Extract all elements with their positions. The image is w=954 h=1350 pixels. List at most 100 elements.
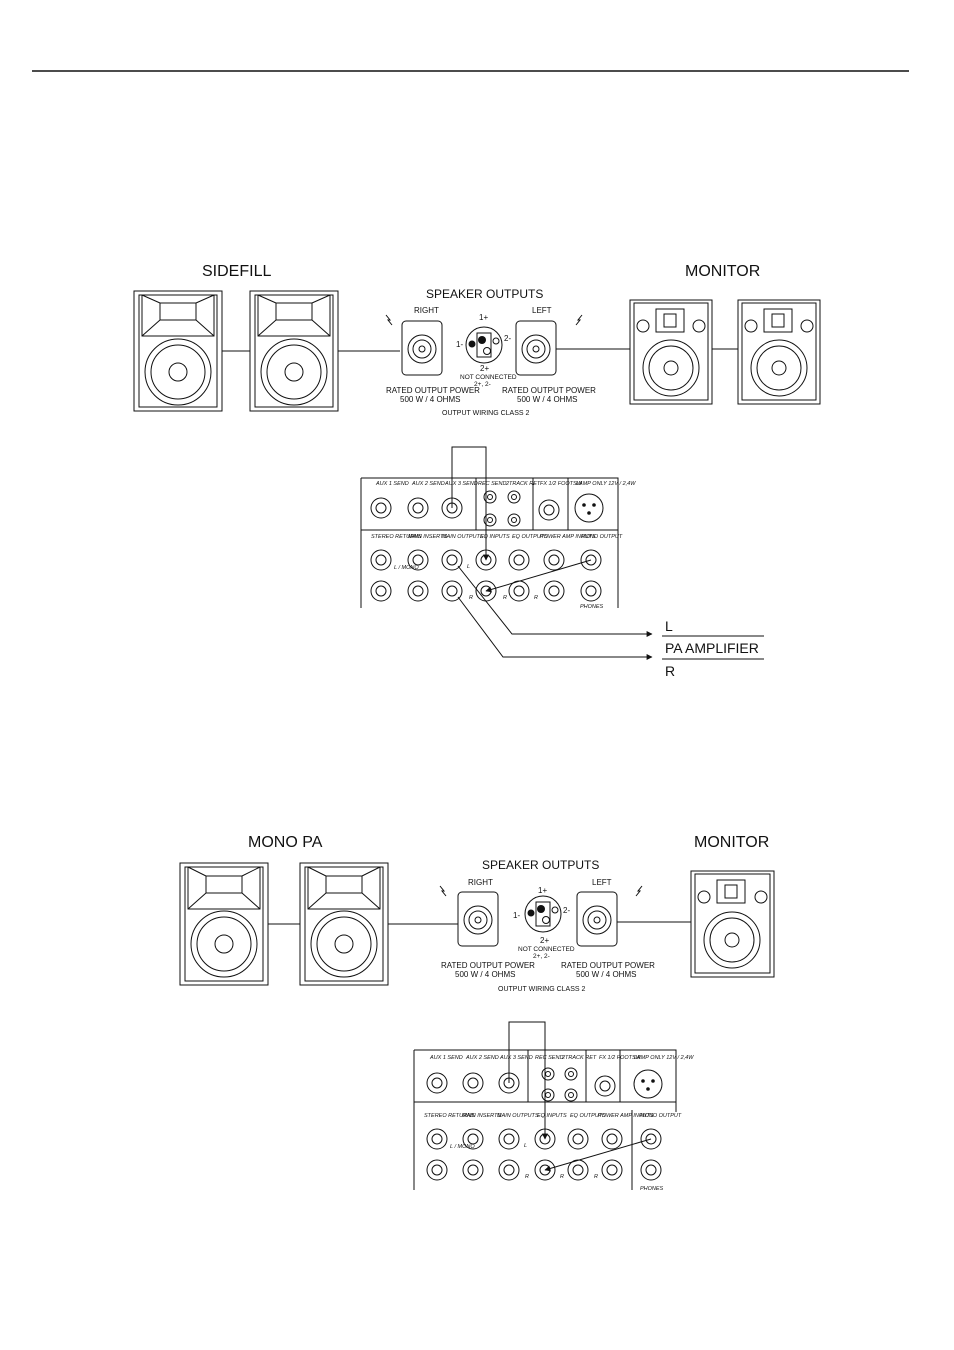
r-tag: R — [469, 595, 473, 601]
power-amp-input-jack-l — [543, 549, 565, 571]
l-tag: L — [524, 1143, 527, 1149]
output-wiring-class: OUTPUT WIRING CLASS 2 — [442, 410, 529, 417]
sidefill-speaker-1 — [133, 290, 223, 412]
aux2-send-label: AUX 2 SEND — [465, 1055, 499, 1061]
pin-2minus: 2- — [563, 906, 570, 915]
rec-send-rca-l — [541, 1067, 555, 1081]
eq-inputs-label: EQ INPUTS — [480, 534, 510, 540]
patch-cable-mono-to-eq-input-r — [544, 1138, 652, 1172]
monitor-label: MONITOR — [694, 834, 769, 851]
mono-output-label: MONO OUTPUT — [581, 534, 623, 540]
speakon-pinout-icon — [524, 895, 562, 933]
eq-output-jack-r — [567, 1159, 589, 1181]
aux2-send-jack — [462, 1072, 484, 1094]
aux3-send-label: AUX 3 SEND — [499, 1055, 533, 1061]
not-connected-pins: 2+, 2- — [533, 953, 550, 960]
mono-tag: L / MONO — [394, 565, 419, 571]
main-inserts-label: MAIN INSERTS — [408, 534, 447, 540]
eq-output-jack-l — [508, 549, 530, 571]
speaker-outputs-panel: SPEAKER OUTPUTS RIGHT LEFT — [385, 287, 596, 417]
speaker-outputs-title: SPEAKER OUTPUTS — [426, 287, 543, 301]
left-output-label: LEFT — [592, 878, 612, 887]
speakon-pinout-icon — [465, 326, 503, 364]
mixer-rear-panel: AUX 1 SEND AUX 2 SEND AUX 3 SEND REC SEN… — [413, 1049, 694, 1192]
mono-pa-speaker-1 — [179, 862, 269, 986]
fx-footsw-jack — [538, 499, 560, 521]
not-connected-label: NOT CONNECTED — [460, 374, 517, 381]
monitor-speaker — [690, 870, 775, 978]
stereo-return-jack-r — [426, 1159, 448, 1181]
stereo-return-jack-l — [426, 1128, 448, 1150]
aux1-send-label: AUX 1 SEND — [375, 481, 409, 487]
eq-output-jack-l — [567, 1128, 589, 1150]
mixer-rear-panel: AUX 1 SEND AUX 2 SEND AUX 3 SEND REC SEN… — [360, 477, 636, 610]
pa-amplifier: L PA AMPLIFIER R — [662, 618, 764, 679]
main-out-r-to-pa-cable — [457, 596, 653, 660]
r-tag: R — [560, 1174, 564, 1180]
stereo-return-jack-r — [370, 580, 392, 602]
eq-outputs-label: EQ OUTPUTS — [570, 1113, 606, 1119]
fx-footsw-label: FX 1/2 FOOTSW — [599, 1055, 642, 1061]
monitor-speaker-2 — [737, 299, 821, 405]
power-amp-input-jack-l — [601, 1128, 623, 1150]
rec-send-label: REC SEND — [535, 1055, 563, 1061]
lightning-icon — [575, 314, 583, 326]
r-tag: R — [503, 595, 507, 601]
main-out-l-to-pa-cable — [457, 565, 653, 637]
main-insert-jack-r — [407, 580, 429, 602]
mono-output-jack — [580, 549, 602, 571]
bottom-setup: MONO PA MONITOR SPEAKER OUTPUTS RIGHT LE… — [179, 834, 775, 1192]
pin-2plus: 2+ — [540, 936, 549, 945]
stereo-returns-label: STEREO RETURNS — [424, 1113, 475, 1119]
rated-power-title-right: RATED OUTPUT POWER — [441, 961, 535, 970]
2track-ret-label: 2TRACK RET — [561, 1055, 597, 1061]
patch-cable-aux3-to-eq-input — [451, 446, 489, 561]
phones-jack — [580, 580, 602, 602]
pin-2minus: 2- — [504, 334, 511, 343]
mono-tag: L / MONO — [450, 1144, 475, 1150]
monitor-label: MONITOR — [685, 263, 760, 280]
main-inserts-label: MAIN INSERTS — [462, 1113, 501, 1119]
aux2-send-jack — [407, 497, 429, 519]
not-connected-pins: 2+, 2- — [474, 381, 491, 388]
not-connected-label: NOT CONNECTED — [518, 946, 575, 953]
pa-amplifier-label: PA AMPLIFIER — [665, 640, 759, 656]
power-amp-inputs-label: POWER AMP INPUTS — [540, 534, 596, 540]
main-output-jack-r — [498, 1159, 520, 1181]
left-speakon-jack — [576, 891, 618, 947]
right-output-label: RIGHT — [468, 878, 493, 887]
phones-jack — [640, 1159, 662, 1181]
fx-footsw-label: FX 1/2 FOOTSW — [540, 481, 583, 487]
l-tag: L — [467, 564, 470, 570]
lamp-xlr-jack — [633, 1069, 663, 1099]
fx-footsw-jack — [594, 1075, 616, 1097]
main-outputs-label: MAIN OUTPUTS — [442, 534, 484, 540]
r-tag: R — [594, 1174, 598, 1180]
rated-power-value-right: 500 W / 4 OHMS — [400, 395, 460, 404]
rec-send-rca-r — [541, 1088, 555, 1102]
main-output-jack-r — [441, 580, 463, 602]
sidefill-label: SIDEFILL — [202, 263, 271, 280]
lamp-xlr-jack — [574, 493, 604, 523]
rec-send-rca-r — [483, 513, 497, 527]
rec-send-label: REC SEND — [478, 481, 506, 487]
aux3-send-label: AUX 3 SEND — [444, 481, 478, 487]
main-output-jack-l — [498, 1128, 520, 1150]
speaker-outputs-panel: SPEAKER OUTPUTS RIGHT LEFT — [439, 858, 655, 993]
main-outputs-label: MAIN OUTPUTS — [497, 1113, 539, 1119]
pin-1minus: 1- — [456, 340, 463, 349]
pin-2plus: 2+ — [480, 364, 489, 373]
speaker-outputs-title: SPEAKER OUTPUTS — [482, 858, 599, 872]
rated-power-value-left: 500 W / 4 OHMS — [517, 395, 577, 404]
patch-cable-aux3-to-eq-input — [508, 1021, 548, 1140]
pin-1plus: 1+ — [538, 886, 547, 895]
rated-power-value-right: 500 W / 4 OHMS — [455, 970, 515, 979]
2track-ret-rca-r — [507, 513, 521, 527]
stereo-returns-label: STEREO RETURNS — [371, 534, 422, 540]
pin-1minus: 1- — [513, 911, 520, 920]
left-output-label: LEFT — [532, 306, 552, 315]
aux1-send-jack — [426, 1072, 448, 1094]
main-output-jack-l — [441, 549, 463, 571]
eq-inputs-label: EQ INPUTS — [537, 1113, 567, 1119]
power-amp-input-jack-r — [543, 580, 565, 602]
